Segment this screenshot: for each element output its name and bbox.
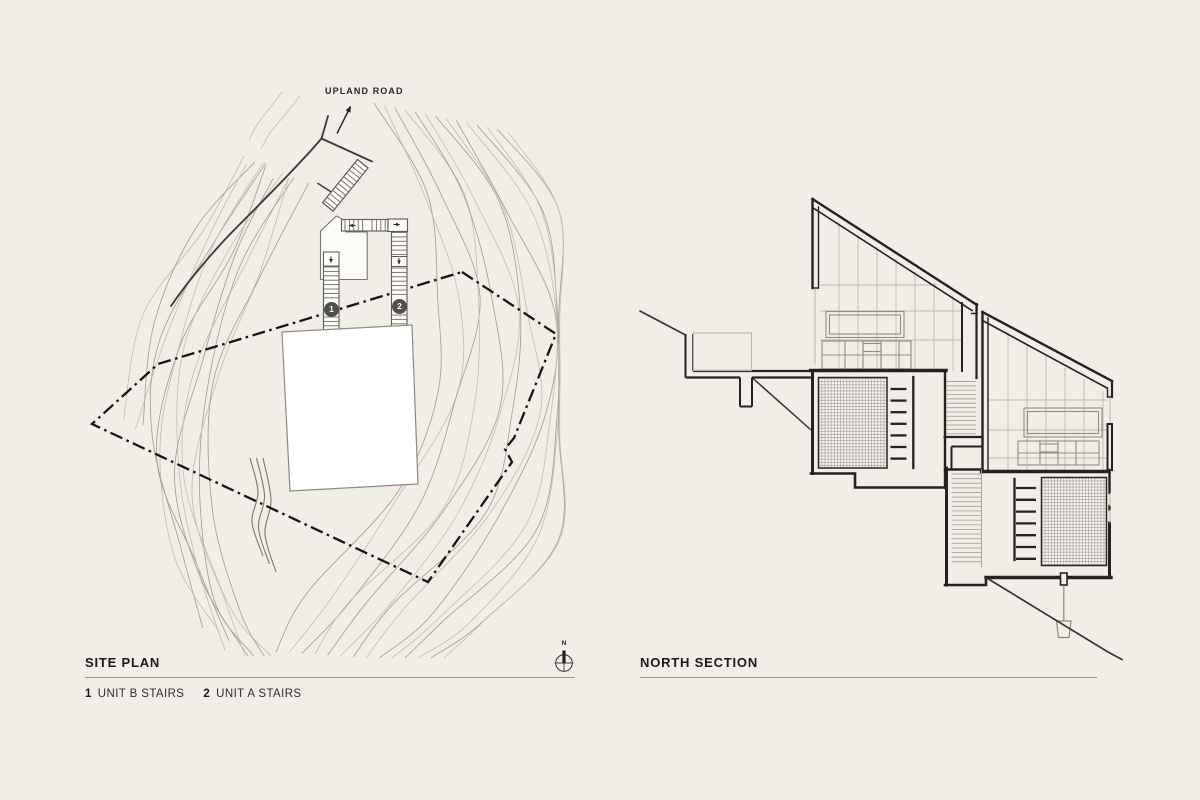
road-edges <box>170 115 373 307</box>
unit-a-hatched-block <box>1040 476 1108 567</box>
north-section-rule <box>640 677 1097 679</box>
upland-road-arrow <box>336 105 352 134</box>
legend-label-1: UNIT B STAIRS <box>97 688 185 700</box>
bridge-guardrail <box>692 332 753 372</box>
unit-b-shell <box>808 197 979 490</box>
stair-direction-arrows <box>329 222 401 265</box>
site-plan-drawing <box>89 91 574 672</box>
legend-key-2: 2 <box>203 688 211 700</box>
footing-plumb-detail <box>1055 572 1072 639</box>
grade-mid <box>751 377 812 431</box>
upper-stair-treads <box>946 381 976 435</box>
road-edge-west <box>170 115 329 307</box>
property-boundary <box>89 270 558 584</box>
unit-a-furniture <box>1017 407 1103 466</box>
unit-b-hatched-block <box>817 376 888 469</box>
site-plan-rule <box>85 677 575 679</box>
north-compass <box>554 650 574 672</box>
upland-road-label: UPLAND ROAD <box>325 86 404 96</box>
grade-upper-left <box>639 310 687 336</box>
north-section-title: NORTH SECTION <box>640 655 759 670</box>
grade-lines <box>639 310 1123 661</box>
legend-label-2: UNIT A STAIRS <box>216 688 302 700</box>
unit-a-ladder-rungs <box>1016 486 1036 560</box>
contour-lines <box>123 91 566 659</box>
site-plan-title: SITE PLAN <box>85 655 161 670</box>
diagonal-stair <box>321 158 369 212</box>
entry-bridge <box>684 332 811 408</box>
marker-unit-b-stairs: 1 <box>324 301 339 317</box>
unit-b-ladder-rungs <box>890 387 907 460</box>
unit-a-shell <box>943 310 1114 587</box>
compass-north-label: N <box>561 640 567 647</box>
path-to-landing <box>317 182 332 193</box>
between-units-stair-walls <box>943 435 983 470</box>
site-plan-legend: 1 UNIT B STAIRS 2 UNIT A STAIRS <box>85 688 301 700</box>
marker-unit-a-stairs: 2 <box>392 299 407 314</box>
grade-lower-right <box>985 576 1123 661</box>
lower-stair-treads <box>951 473 981 563</box>
entry-stairs <box>319 158 409 348</box>
unit-b-furniture <box>821 310 912 370</box>
stair-corner-landing <box>387 218 409 233</box>
unit-a-window-mullions <box>988 320 1107 471</box>
section-drawing <box>639 197 1123 661</box>
road-edge-east <box>320 137 373 163</box>
legend-key-1: 1 <box>85 688 92 700</box>
building-footprint <box>281 324 419 492</box>
